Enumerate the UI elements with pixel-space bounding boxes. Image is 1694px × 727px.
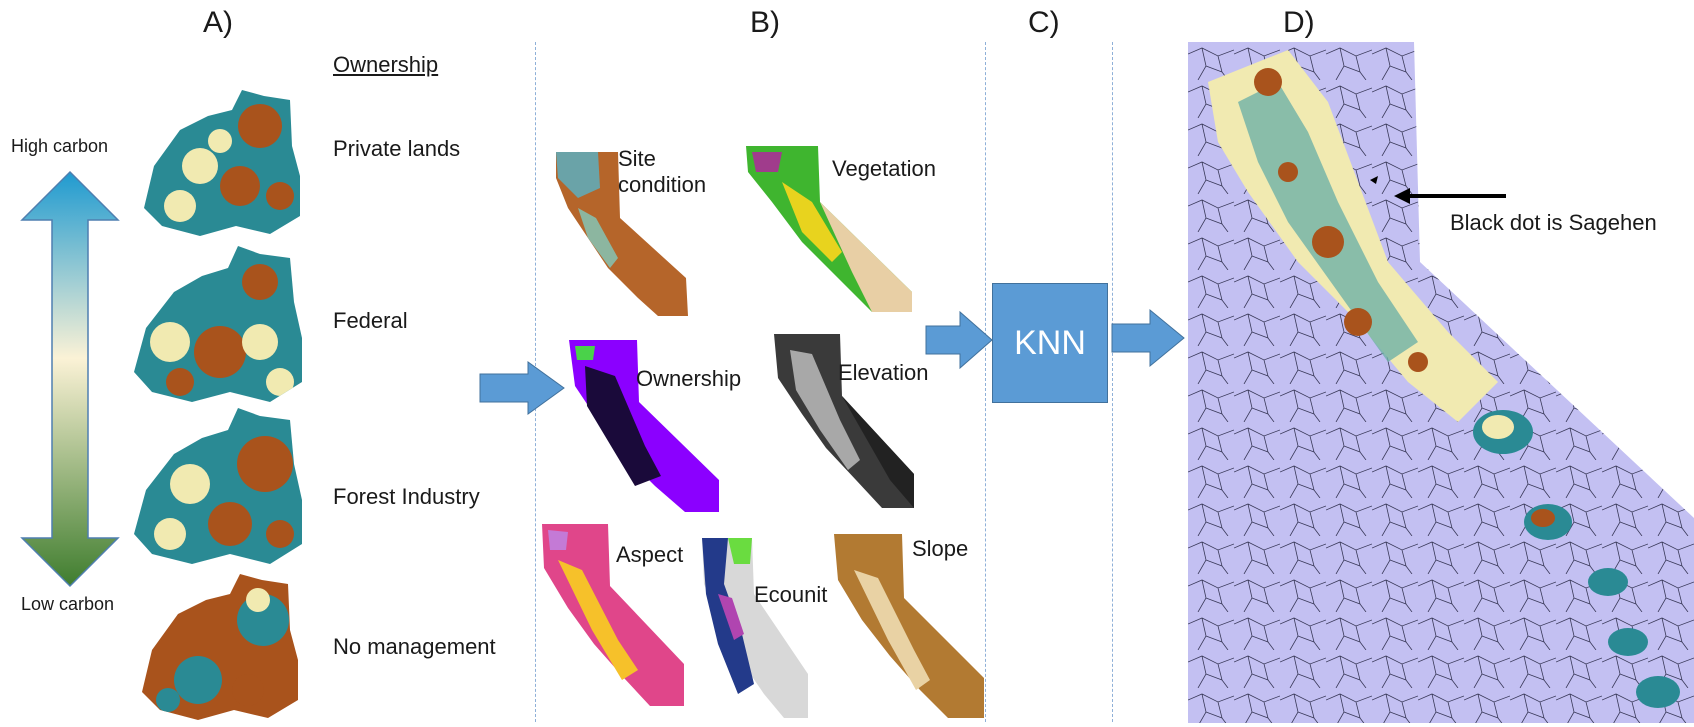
low-carbon-label: Low carbon bbox=[21, 594, 115, 614]
sagehen-annotation: Black dot is Sagehen bbox=[1450, 210, 1657, 235]
row-label-forest-industry: Forest Industry bbox=[333, 484, 480, 509]
arrow-b-to-c bbox=[925, 310, 993, 370]
sagehen-pointer-arrow bbox=[1394, 188, 1506, 204]
separator-c-d bbox=[1112, 42, 1113, 722]
carbon-map-no-management bbox=[142, 574, 298, 720]
panel-d-letter: D) bbox=[1283, 6, 1315, 39]
layer-map-aspect bbox=[542, 524, 684, 706]
sagehen-region-map bbox=[1188, 42, 1694, 723]
row-label-federal: Federal bbox=[333, 308, 408, 333]
knn-box: KNN bbox=[992, 283, 1108, 403]
arrow-c-to-d bbox=[1111, 308, 1185, 368]
layer-label-aspect: Aspect bbox=[616, 542, 684, 567]
panel-a-letter: A) bbox=[203, 6, 233, 39]
carbon-map-federal bbox=[134, 246, 302, 402]
layer-label-site-condition: Site condition bbox=[618, 146, 707, 197]
row-label-private: Private lands bbox=[333, 136, 461, 161]
arrow-a-to-b bbox=[479, 361, 565, 415]
ownership-header: Ownership bbox=[333, 52, 439, 77]
panel-c-letter: C) bbox=[1028, 6, 1060, 39]
layer-map-site-condition bbox=[556, 152, 688, 316]
carbon-map-forest-industry bbox=[134, 408, 302, 564]
panel-b-letter: B) bbox=[750, 6, 780, 39]
layer-label-slope: Slope bbox=[912, 536, 969, 561]
layer-label-vegetation: Vegetation bbox=[832, 156, 936, 181]
separator-b-c bbox=[985, 42, 986, 722]
row-label-no-management: No management bbox=[333, 634, 496, 659]
layer-label-ownership: Ownership bbox=[636, 366, 742, 391]
carbon-map-private bbox=[144, 90, 300, 236]
layer-map-ecounit bbox=[702, 538, 808, 718]
layer-map-vegetation bbox=[746, 146, 912, 312]
layer-map-elevation bbox=[774, 334, 914, 508]
layer-map-slope bbox=[834, 534, 984, 718]
layer-map-ownership bbox=[569, 340, 719, 512]
carbon-gradient-arrow bbox=[20, 170, 120, 588]
layer-label-elevation: Elevation bbox=[838, 360, 929, 385]
high-carbon-label: High carbon bbox=[11, 136, 109, 156]
layer-label-ecounit: Ecounit bbox=[754, 582, 828, 607]
